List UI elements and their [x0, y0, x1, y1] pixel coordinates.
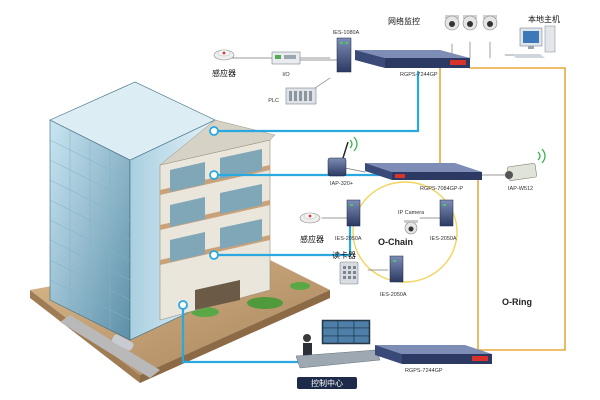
rgps-bottom-switch: [375, 345, 492, 364]
control-center-label: 控制中心: [311, 378, 343, 388]
io-label: I/O: [282, 72, 290, 78]
building-icon: [30, 81, 330, 383]
ies-1080a-switch: [336, 37, 352, 73]
ies-1080a-label: IES-1080A: [333, 30, 360, 36]
sensor-mid-label: 感应器: [300, 234, 324, 244]
ies-2050a-switch-b: [439, 199, 454, 227]
control-center: [295, 319, 381, 369]
ip-camera-icon: [404, 220, 418, 235]
ies-2050a-c-label: IES-2050A: [380, 292, 407, 298]
local-host-label: 本地主机: [528, 14, 560, 24]
camera-icon: [505, 163, 537, 181]
car: [111, 334, 134, 351]
sensor-top-label: 感应器: [212, 68, 236, 78]
network-monitoring-label: 网络监控: [388, 16, 420, 26]
rgps-bottom-label: RGPS-7244GP: [405, 368, 443, 374]
monitor-icon: [512, 25, 556, 58]
network-cables: [181, 41, 566, 364]
rgps-top-label: RGPS-7244GP: [400, 72, 438, 78]
ies-2050a-b-label: IES-2050A: [430, 236, 457, 242]
cctv-dome-icon: [444, 15, 498, 31]
cable-junctions: [178, 126, 219, 310]
o-ring-line: [469, 67, 566, 351]
iap-w512-label: IAP-W512: [508, 186, 533, 192]
plc-label: PLC: [268, 98, 279, 104]
io-module-icon: [271, 51, 301, 65]
iap-320-access-point: [327, 141, 349, 177]
control-center-badge: [297, 377, 357, 389]
rgps-mid-switch: [365, 163, 482, 180]
card-reader-icon: [339, 261, 359, 285]
sensor-icon: [213, 49, 235, 61]
ies-2050a-switch-a: [346, 199, 361, 227]
ies-2050a-a-label: IES-2050A: [335, 236, 362, 242]
wifi-signal-icon: [349, 136, 358, 152]
card-reader-label: 读卡器: [332, 250, 356, 260]
o-chain-label: O-Chain: [378, 237, 413, 247]
ip-camera-label: IP Camera: [398, 210, 425, 216]
ies-2050a-switch-c: [389, 255, 404, 283]
o-ring-label: O-Ring: [502, 297, 532, 307]
plc-icon: [285, 87, 317, 105]
iap-320-label: IAP-320+: [330, 181, 353, 187]
rgps-top-switch: [355, 50, 470, 68]
rgps-mid-label: RGPS-7084GP-P: [420, 186, 463, 192]
wifi-signal-icon: [537, 148, 546, 164]
sensor-icon: [299, 212, 321, 224]
o-chain-ring: [352, 181, 458, 283]
